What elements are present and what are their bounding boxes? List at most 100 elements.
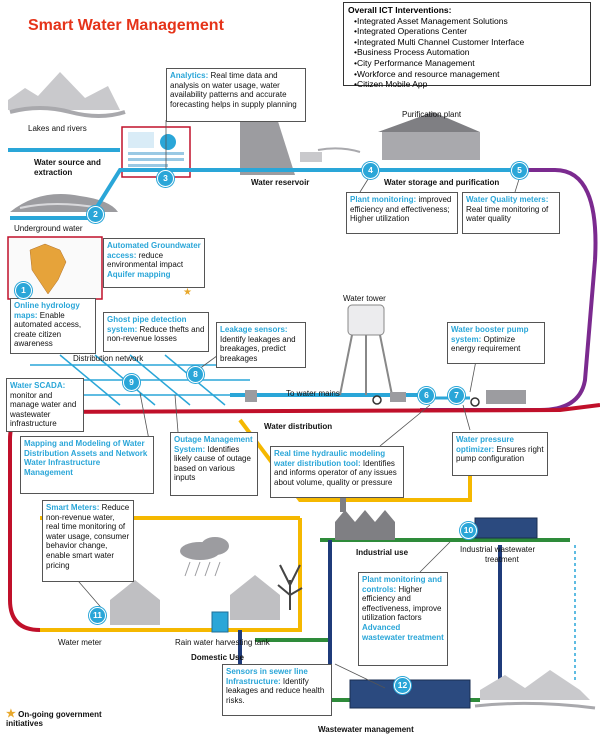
lakes-graphic	[8, 72, 126, 118]
underground-label: Underground water	[14, 224, 83, 233]
lakes-label: Lakes and rivers	[28, 124, 87, 133]
marker-7: 7	[448, 387, 465, 404]
box-title: Outage Management System:	[174, 435, 253, 454]
reservoir-dam	[240, 112, 361, 175]
box-text: Identifies and informs operator of any i…	[274, 458, 397, 487]
ict-interventions-box: Overall ICT Interventions: Integrated As…	[343, 2, 591, 89]
box-title: Online hydrology maps:	[14, 301, 80, 320]
reservoir-label: Water reservoir	[251, 178, 310, 187]
pipe-source	[10, 168, 230, 220]
purification-plant-label: Purification plant	[402, 110, 462, 119]
box-text: Identifies likely cause of outage based …	[174, 444, 251, 483]
plant-monitoring-box: Plant monitoring: improved efficiency an…	[346, 192, 458, 234]
box-title: Water booster pump system:	[451, 325, 529, 344]
marker-8: 8	[187, 366, 204, 383]
box-text: Higher efficiency and effectiveness, imp…	[362, 584, 442, 623]
box-text: reduce environmental impact	[107, 250, 184, 270]
box-title: Water SCADA:	[10, 381, 66, 390]
groundwater-box: Automated Groundwater access: reduce env…	[103, 238, 205, 288]
ict-item: Business Process Automation	[354, 47, 586, 58]
water-tower	[339, 304, 393, 396]
box-title: Real time hydraulic modeling water distr…	[274, 449, 386, 468]
box-title-2: Water Infrastructure Management	[24, 458, 101, 477]
valve-icon	[470, 397, 480, 407]
box-title: Smart Meters:	[46, 503, 100, 512]
marker-2: 2	[87, 206, 104, 223]
marker-6: 6	[418, 387, 435, 404]
box-text: Real time data and analysis on water usa…	[170, 71, 297, 109]
box-title: Analytics:	[170, 71, 209, 80]
box-title: Water pressure optimizer:	[456, 435, 514, 454]
marker-12: 12	[394, 677, 411, 694]
box-text: Ensures right pump configuration	[456, 444, 544, 464]
wastewater-label: Wastewater management	[318, 725, 414, 734]
box-text: improved efficiency and effectiveness; H…	[350, 195, 452, 224]
mains-label: To water mains	[286, 389, 340, 398]
ict-item: Integrated Multi Channel Customer Interf…	[354, 37, 586, 48]
box-text: Identify leakages and reduce health risk…	[226, 676, 325, 705]
box-text: Real time monitoring of water quality	[466, 204, 549, 224]
box-text: Optimize energy requirement	[451, 334, 521, 354]
marker-11: 11	[89, 607, 106, 624]
water-quality-box: Water Quality meters: Real time monitori…	[462, 192, 560, 234]
ghost-pipe-box: Ghost pipe detection system: Reduce thef…	[103, 312, 209, 352]
analytics-box: Analytics: Real time data and analysis o…	[166, 68, 306, 122]
box-title: Plant monitoring and controls:	[362, 575, 442, 594]
ict-item: Integrated Asset Management Solutions	[354, 16, 586, 27]
marker-3: 3	[157, 170, 174, 187]
government-star-icon: ★	[183, 287, 192, 298]
hydrology-box: Online hydrology maps: Enable automated …	[10, 298, 96, 354]
tree	[277, 564, 303, 610]
legend-text-2: initiatives	[6, 719, 43, 728]
hydraulic-modeling-box: Real time hydraulic modeling water distr…	[270, 446, 404, 498]
source-label: Water source and	[34, 158, 101, 167]
outage-box: Outage Management System: Identifies lik…	[170, 432, 258, 496]
box-title: Water Quality meters:	[466, 195, 549, 204]
box-title: Plant monitoring:	[350, 195, 417, 204]
network-label: Distribution network	[73, 354, 144, 363]
harvest-label: Rain water harvesting tank	[175, 638, 270, 647]
box-text: Reduce thefts and non-revenue losses	[107, 324, 205, 344]
marker-10: 10	[460, 522, 477, 539]
box-title: Automated Groundwater access:	[107, 241, 201, 260]
legend-star-icon: ★	[6, 708, 16, 720]
ict-item: City Performance Management	[354, 58, 586, 69]
valve-icon	[372, 395, 382, 405]
water-tower-label: Water tower	[343, 294, 386, 303]
industrial-treatment	[474, 517, 538, 539]
box-text: Identify leakages and breakages, predict…	[220, 334, 296, 363]
pressure-optimizer-box: Water pressure optimizer: Ensures right …	[452, 432, 548, 476]
purification-plant	[378, 112, 480, 160]
domestic-label: Domestic Use	[191, 653, 244, 662]
water-meter-label: Water meter	[58, 638, 102, 647]
box-title: Mapping and Modeling of Water Distributi…	[24, 439, 148, 458]
harvesting-tank	[211, 611, 229, 633]
industrial-wastewater-label-2: treatment	[485, 555, 519, 564]
mapping-box: Mapping and Modeling of Water Distributi…	[20, 436, 154, 494]
box-title-2: Aquifer mapping	[107, 269, 171, 279]
industrial-plant	[335, 490, 395, 540]
plant-controls-box: Plant monitoring and controls: Higher ef…	[358, 572, 448, 666]
ict-item: Workforce and resource management	[354, 69, 586, 80]
box-text: monitor and manage water and wastewater …	[10, 390, 77, 429]
sewer-sensors-box: Sensors in sewer line Infrastructure: Id…	[222, 664, 332, 716]
box-title: Leakage sensors:	[220, 325, 288, 334]
mountain-right	[480, 670, 590, 700]
industrial-label: Industrial use	[356, 548, 409, 557]
distribution-label: Water distribution	[264, 422, 333, 431]
booster-pump-box: Water booster pump system: Optimize ener…	[447, 322, 545, 364]
ict-item: Integrated Operations Center	[354, 26, 586, 37]
storage-label: Water storage and purification	[384, 178, 500, 187]
marker-4: 4	[362, 162, 379, 179]
source-label-2: extraction	[34, 168, 73, 177]
marker-9: 9	[123, 374, 140, 391]
legend-text: On-going government	[18, 710, 102, 719]
box-title: Ghost pipe detection system:	[107, 315, 187, 334]
marker-1: 1	[15, 282, 32, 299]
leakage-sensors-box: Leakage sensors: Identify leakages and b…	[216, 322, 306, 368]
smart-meters-box: Smart Meters: Reduce non-revenue water, …	[42, 500, 134, 582]
page-title: Smart Water Management	[28, 17, 224, 34]
ict-list: Integrated Asset Management Solutions In…	[348, 16, 586, 90]
legend-government: ★ On-going government initiatives	[6, 708, 102, 729]
ict-heading: Overall ICT Interventions:	[348, 5, 452, 15]
